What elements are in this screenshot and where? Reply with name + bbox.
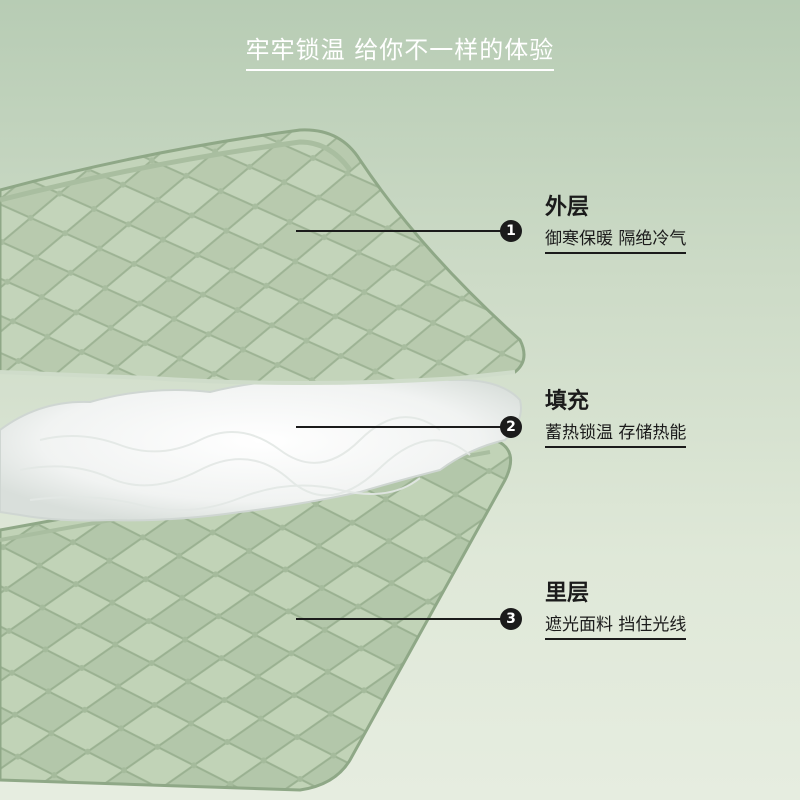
- headline: 牢牢锁温 给你不一样的体验: [0, 30, 800, 71]
- outer-layer-title: 外层: [545, 195, 590, 220]
- leader-line-1: [296, 230, 502, 232]
- inner-layer-desc: 遮光面料 挡住光线: [545, 614, 687, 640]
- marker-1: 1: [500, 220, 522, 242]
- label-filling: 填充 蓄热锁温 存储热能: [545, 388, 687, 448]
- outer-layer-desc: 御寒保暖 隔绝冷气: [545, 228, 687, 254]
- outer-layer: [0, 128, 526, 385]
- filling-title: 填充: [545, 389, 590, 414]
- leader-line-2: [296, 426, 502, 428]
- label-outer-layer: 外层 御寒保暖 隔绝冷气: [545, 194, 687, 254]
- headline-text: 牢牢锁温 给你不一样的体验: [245, 30, 555, 71]
- leader-line-3: [296, 618, 502, 620]
- inner-layer-title: 里层: [545, 581, 590, 606]
- filling-desc: 蓄热锁温 存储热能: [545, 422, 687, 448]
- inner-layer: [0, 438, 513, 792]
- marker-3: 3: [500, 608, 522, 630]
- marker-2: 2: [500, 416, 522, 438]
- label-inner-layer: 里层 遮光面料 挡住光线: [545, 580, 687, 640]
